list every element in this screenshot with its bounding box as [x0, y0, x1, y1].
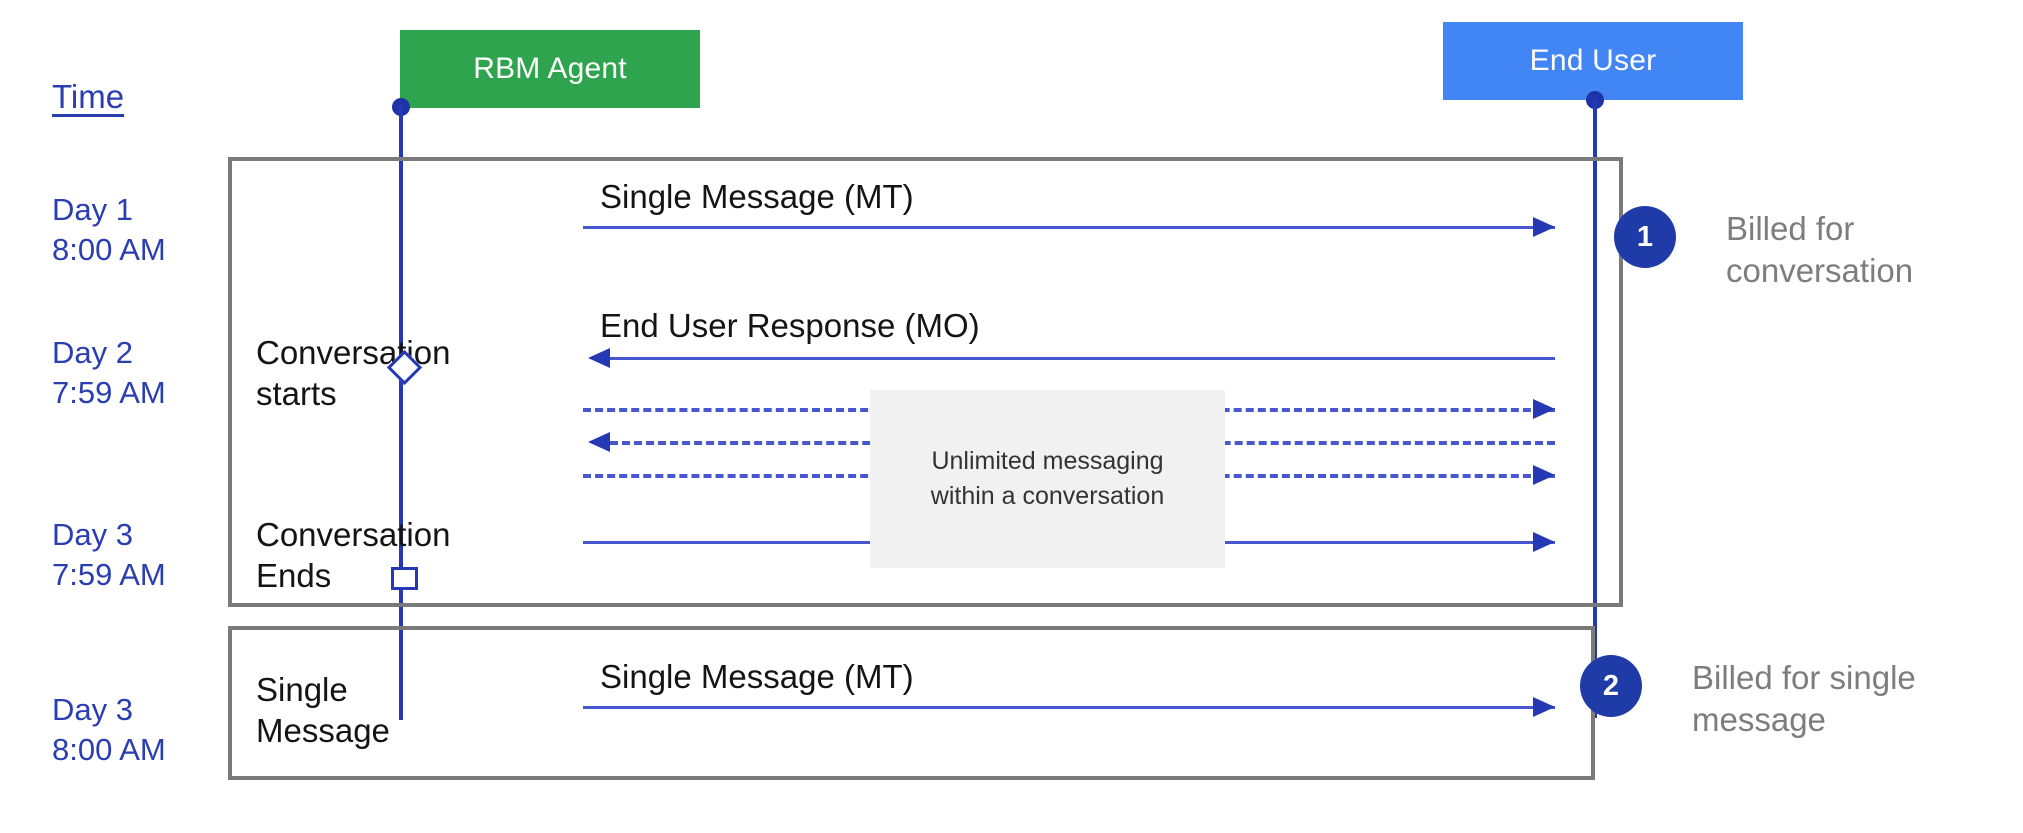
message-arrowhead-mt-1: [1533, 217, 1555, 237]
billing-note-1-line2: conversation: [1726, 252, 1914, 290]
billing-badge-2-number: 2: [1602, 669, 1620, 702]
billing-badge-1-number: 1: [1636, 220, 1654, 253]
timestamp-day2: Day 2 7:59 AM: [52, 333, 166, 412]
timestamp-day3-single-time: 8:00 AM: [52, 731, 166, 767]
timestamp-day3-single-day: Day 3: [52, 692, 133, 727]
message-arrowhead-mt-2: [1533, 697, 1555, 717]
note-unlimited-messaging: Unlimited messaging within a conversatio…: [870, 390, 1225, 568]
caption-conversation-ends-line1: Conversation: [256, 516, 451, 553]
timestamp-day3-end-time: 7:59 AM: [52, 556, 166, 592]
timestamp-day1: Day 1 8:00 AM: [52, 190, 166, 269]
message-label-mt-1: Single Message (MT): [600, 178, 914, 215]
message-arrowhead-unlimited-2: [588, 432, 610, 452]
note-line-2: within a conversation: [930, 482, 1165, 510]
billing-note-2-line1: Billed for single: [1692, 659, 1916, 696]
billing-note-2-line2: message: [1692, 701, 1826, 739]
timestamp-day3-end: Day 3 7:59 AM: [52, 515, 166, 594]
caption-conversation-ends: Conversation Ends: [256, 515, 450, 597]
caption-single-message-line1: Single: [256, 671, 348, 708]
billing-note-1: Billed for conversation: [1726, 208, 1913, 292]
timestamp-day2-day: Day 2: [52, 335, 133, 370]
timestamp-day1-day: Day 1: [52, 192, 133, 227]
caption-single-message-line2: Message: [256, 711, 390, 749]
note-unlimited-messaging-text: Unlimited messaging within a conversatio…: [931, 444, 1164, 515]
billing-badge-2[interactable]: 2: [1580, 655, 1642, 717]
actor-rbm-agent-label: RBM Agent: [473, 52, 627, 85]
end-user-lifeline: [1593, 98, 1597, 718]
message-label-mt-2: Single Message (MT): [600, 658, 914, 695]
billing-note-2: Billed for single message: [1692, 657, 1916, 741]
rbm-agent-lifeline: [399, 105, 403, 720]
message-arrowhead-unlimited-1: [1533, 399, 1555, 419]
message-arrowhead-unlimited-4: [1533, 532, 1555, 552]
caption-conversation-ends-line2: Ends: [256, 556, 332, 594]
message-arrowhead-mo-1: [588, 348, 610, 368]
timestamp-day3-single: Day 3 8:00 AM: [52, 690, 166, 769]
caption-conversation-starts: Conversation starts: [256, 333, 450, 415]
note-line-1: Unlimited messaging: [931, 446, 1164, 475]
actor-rbm-agent[interactable]: RBM Agent: [400, 30, 700, 108]
billing-note-1-line1: Billed for: [1726, 210, 1855, 247]
phase-box-single-message: [228, 626, 1595, 780]
timestamp-day1-time: 8:00 AM: [52, 231, 166, 267]
message-arrowhead-unlimited-3: [1533, 465, 1555, 485]
billing-badge-1[interactable]: 1: [1614, 206, 1676, 268]
message-arrow-mo-1: [610, 357, 1555, 360]
conversation-end-square-marker: [391, 567, 418, 590]
caption-single-message: Single Message: [256, 670, 390, 752]
actor-end-user[interactable]: End User: [1443, 22, 1743, 100]
phase-box-conversation: [228, 157, 1623, 607]
message-arrow-mt-1: [583, 226, 1555, 229]
caption-conversation-starts-line2: starts: [256, 374, 337, 412]
time-axis-label: Time: [52, 78, 125, 115]
actor-end-user-label: End User: [1529, 44, 1657, 77]
timestamp-day3-end-day: Day 3: [52, 517, 133, 552]
timestamp-day2-time: 7:59 AM: [52, 374, 166, 410]
message-label-mo-1: End User Response (MO): [600, 307, 980, 344]
message-arrow-mt-2: [583, 706, 1555, 709]
